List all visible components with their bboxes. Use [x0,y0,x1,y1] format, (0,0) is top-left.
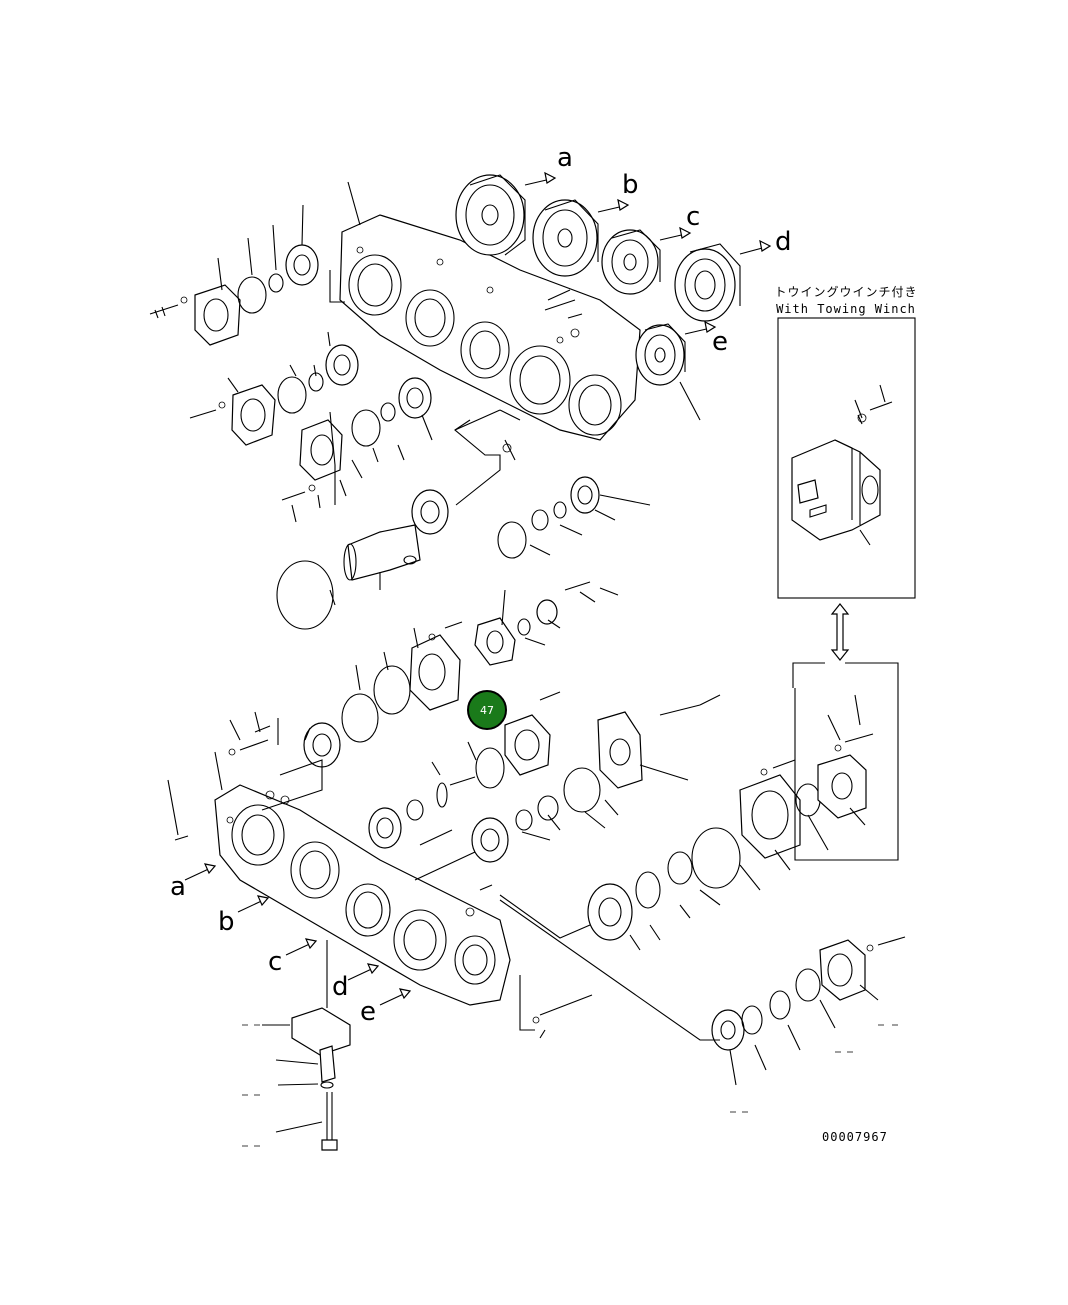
callout-c-top: c [686,202,700,232]
lower-left-parts [174,725,351,1151]
callout-d-top: d [775,227,792,257]
lower-right-parts [532,733,906,1051]
lower-mid-parts [303,581,701,863]
gear-b [532,198,630,277]
inset-title-en: With Towing Winch [776,302,916,316]
hotspot-badge[interactable] [467,690,507,730]
callout-e-top: e [712,327,728,357]
callout-c-bottom: c [268,947,282,977]
upper-left-parts [149,244,432,501]
callout-b-bottom: b [218,907,235,937]
callout-b-top: b [622,170,639,200]
hotspot-label: 47 [480,704,494,717]
drawing-number: 00007967 [822,1130,888,1144]
label-arrows-lower [184,863,412,1006]
double-arrow-icon [830,603,850,661]
lower-case-housing [214,784,511,1006]
blank-callout-dashes [242,1024,898,1147]
inset-frame [777,317,916,599]
leader-lines [167,181,899,1133]
gear-a [455,171,557,256]
gear-d [674,239,772,322]
towing-winch-inset: トウイングウインチ付き With Towing Winch [774,285,917,661]
callout-d-bottom: d [332,972,349,1002]
callout-e-bottom: e [360,997,376,1027]
part-47-hotspot[interactable]: 47 [467,690,507,730]
callout-a-top: a [557,143,573,173]
callout-labels: a b c d e a b c d e 00007967 [170,143,888,1144]
inset-title-jp: トウイングウインチ付き [774,285,917,299]
mid-shaft-parts [276,313,600,630]
gear-c [601,226,692,295]
gear-e [635,320,717,386]
callout-a-bottom: a [170,872,186,902]
